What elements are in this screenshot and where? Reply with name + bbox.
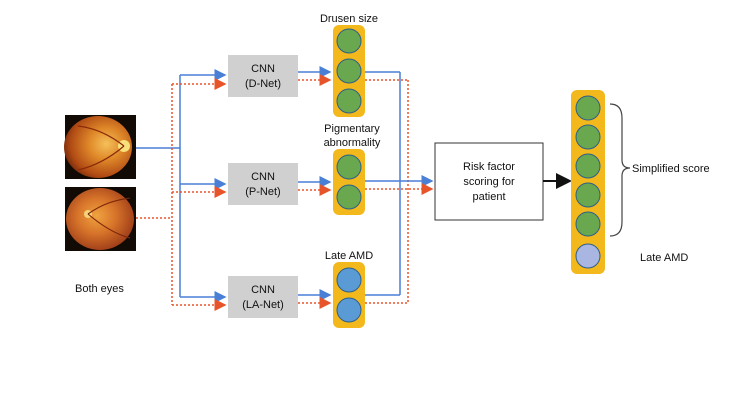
late-amd-node <box>336 267 362 293</box>
final-late-amd-label: Late AMD <box>640 252 688 264</box>
score-node <box>575 153 601 179</box>
cnn-p-net: CNN (P-Net) <box>228 163 298 205</box>
score-node <box>575 211 601 237</box>
cnn-la-net-name: CNN <box>251 284 275 296</box>
cnn-p-net-id: (P-Net) <box>245 186 280 198</box>
both-eyes-label: Both eyes <box>75 283 124 295</box>
score-node <box>575 182 601 208</box>
score-node <box>575 95 601 121</box>
drusen-size-title: Drusen size <box>320 13 378 25</box>
risk-line-2: scoring for <box>463 176 515 188</box>
risk-line-3: patient <box>472 191 505 203</box>
pigment-node <box>336 154 362 180</box>
cnn-d-net-id: (D-Net) <box>245 78 281 90</box>
drusen-node <box>336 58 362 84</box>
cnn-la-net-id: (LA-Net) <box>242 299 284 311</box>
drusen-node <box>336 88 362 114</box>
score-node <box>575 124 601 150</box>
risk-input-lines <box>365 71 434 304</box>
score-brace <box>609 103 631 237</box>
red-input-lines <box>136 78 227 311</box>
drusen-node-column <box>333 25 365 117</box>
pigmentary-title-line2: abnormality <box>324 137 381 149</box>
late-amd-score-node <box>575 243 601 269</box>
simplified-score-label: Simplified score <box>632 163 710 175</box>
cnn-d-net: CNN (D-Net) <box>228 55 298 97</box>
risk-factor-box: Risk factor scoring for patient <box>434 142 544 221</box>
fundus-image-1 <box>64 115 136 179</box>
cnn-p-net-name: CNN <box>251 171 275 183</box>
risk-line-1: Risk factor <box>463 161 515 173</box>
cnn-d-net-name: CNN <box>251 63 275 75</box>
final-node-column <box>571 90 605 274</box>
cnn-output-arrows <box>298 66 332 309</box>
late-amd-node-column <box>333 262 365 328</box>
pigment-node-column <box>333 149 365 215</box>
fundus-image-2 <box>65 187 136 251</box>
drusen-node <box>336 28 362 54</box>
pigment-node <box>336 184 362 210</box>
pigmentary-title-line1: Pigmentary <box>324 123 380 135</box>
cnn-la-net: CNN (LA-Net) <box>228 276 298 318</box>
blue-input-lines <box>136 69 227 303</box>
late-amd-node <box>336 297 362 323</box>
late-amd-node-title: Late AMD <box>325 250 373 262</box>
